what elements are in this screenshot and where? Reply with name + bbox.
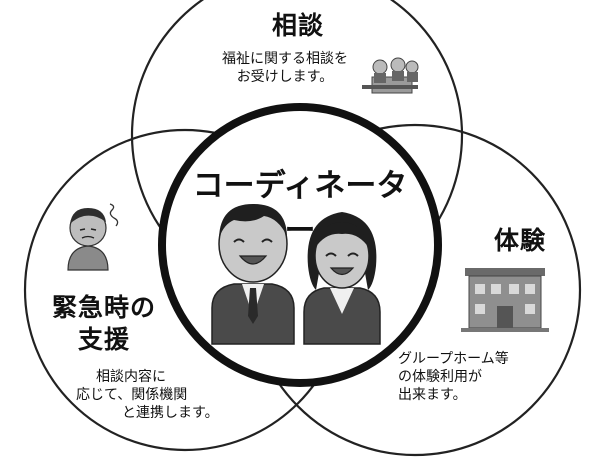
consultation-description: 福祉に関する相談を お受けします。	[200, 50, 370, 86]
group-home-illustration	[461, 268, 549, 332]
experience-desc-line: の体験利用が	[398, 369, 482, 385]
consultation-illustration	[362, 57, 419, 94]
experience-desc-line: 出来ます。	[398, 387, 467, 403]
emergency-desc-line: 応じて、関係機関	[76, 387, 188, 403]
worried-person-illustration	[67, 203, 119, 271]
coordinator-title: コーディネーター	[192, 168, 408, 249]
experience-desc-line: グループホーム等	[398, 351, 509, 367]
experience-title: 体験	[493, 226, 546, 255]
consultation-title: 相談	[271, 11, 324, 40]
emergency-support-description: 相談内容に 応じて、関係機関 と連携します。	[76, 368, 252, 422]
emergency-title-line: 緊急時の	[51, 293, 156, 322]
consultation-desc-line: お受けします。	[236, 69, 334, 85]
emergency-desc-line: と連携します。	[122, 405, 219, 421]
emergency-title-line: 支援	[77, 325, 130, 354]
emergency-support-title: 緊急時の 支援	[34, 292, 174, 356]
emergency-desc-line: 相談内容に	[96, 369, 166, 385]
coordinator-female-illustration	[303, 212, 381, 345]
experience-description: グループホーム等 の体験利用が 出来ます。	[398, 350, 558, 404]
coordinator-male-illustration	[211, 204, 295, 345]
consultation-desc-line: 福祉に関する相談を	[222, 51, 348, 67]
